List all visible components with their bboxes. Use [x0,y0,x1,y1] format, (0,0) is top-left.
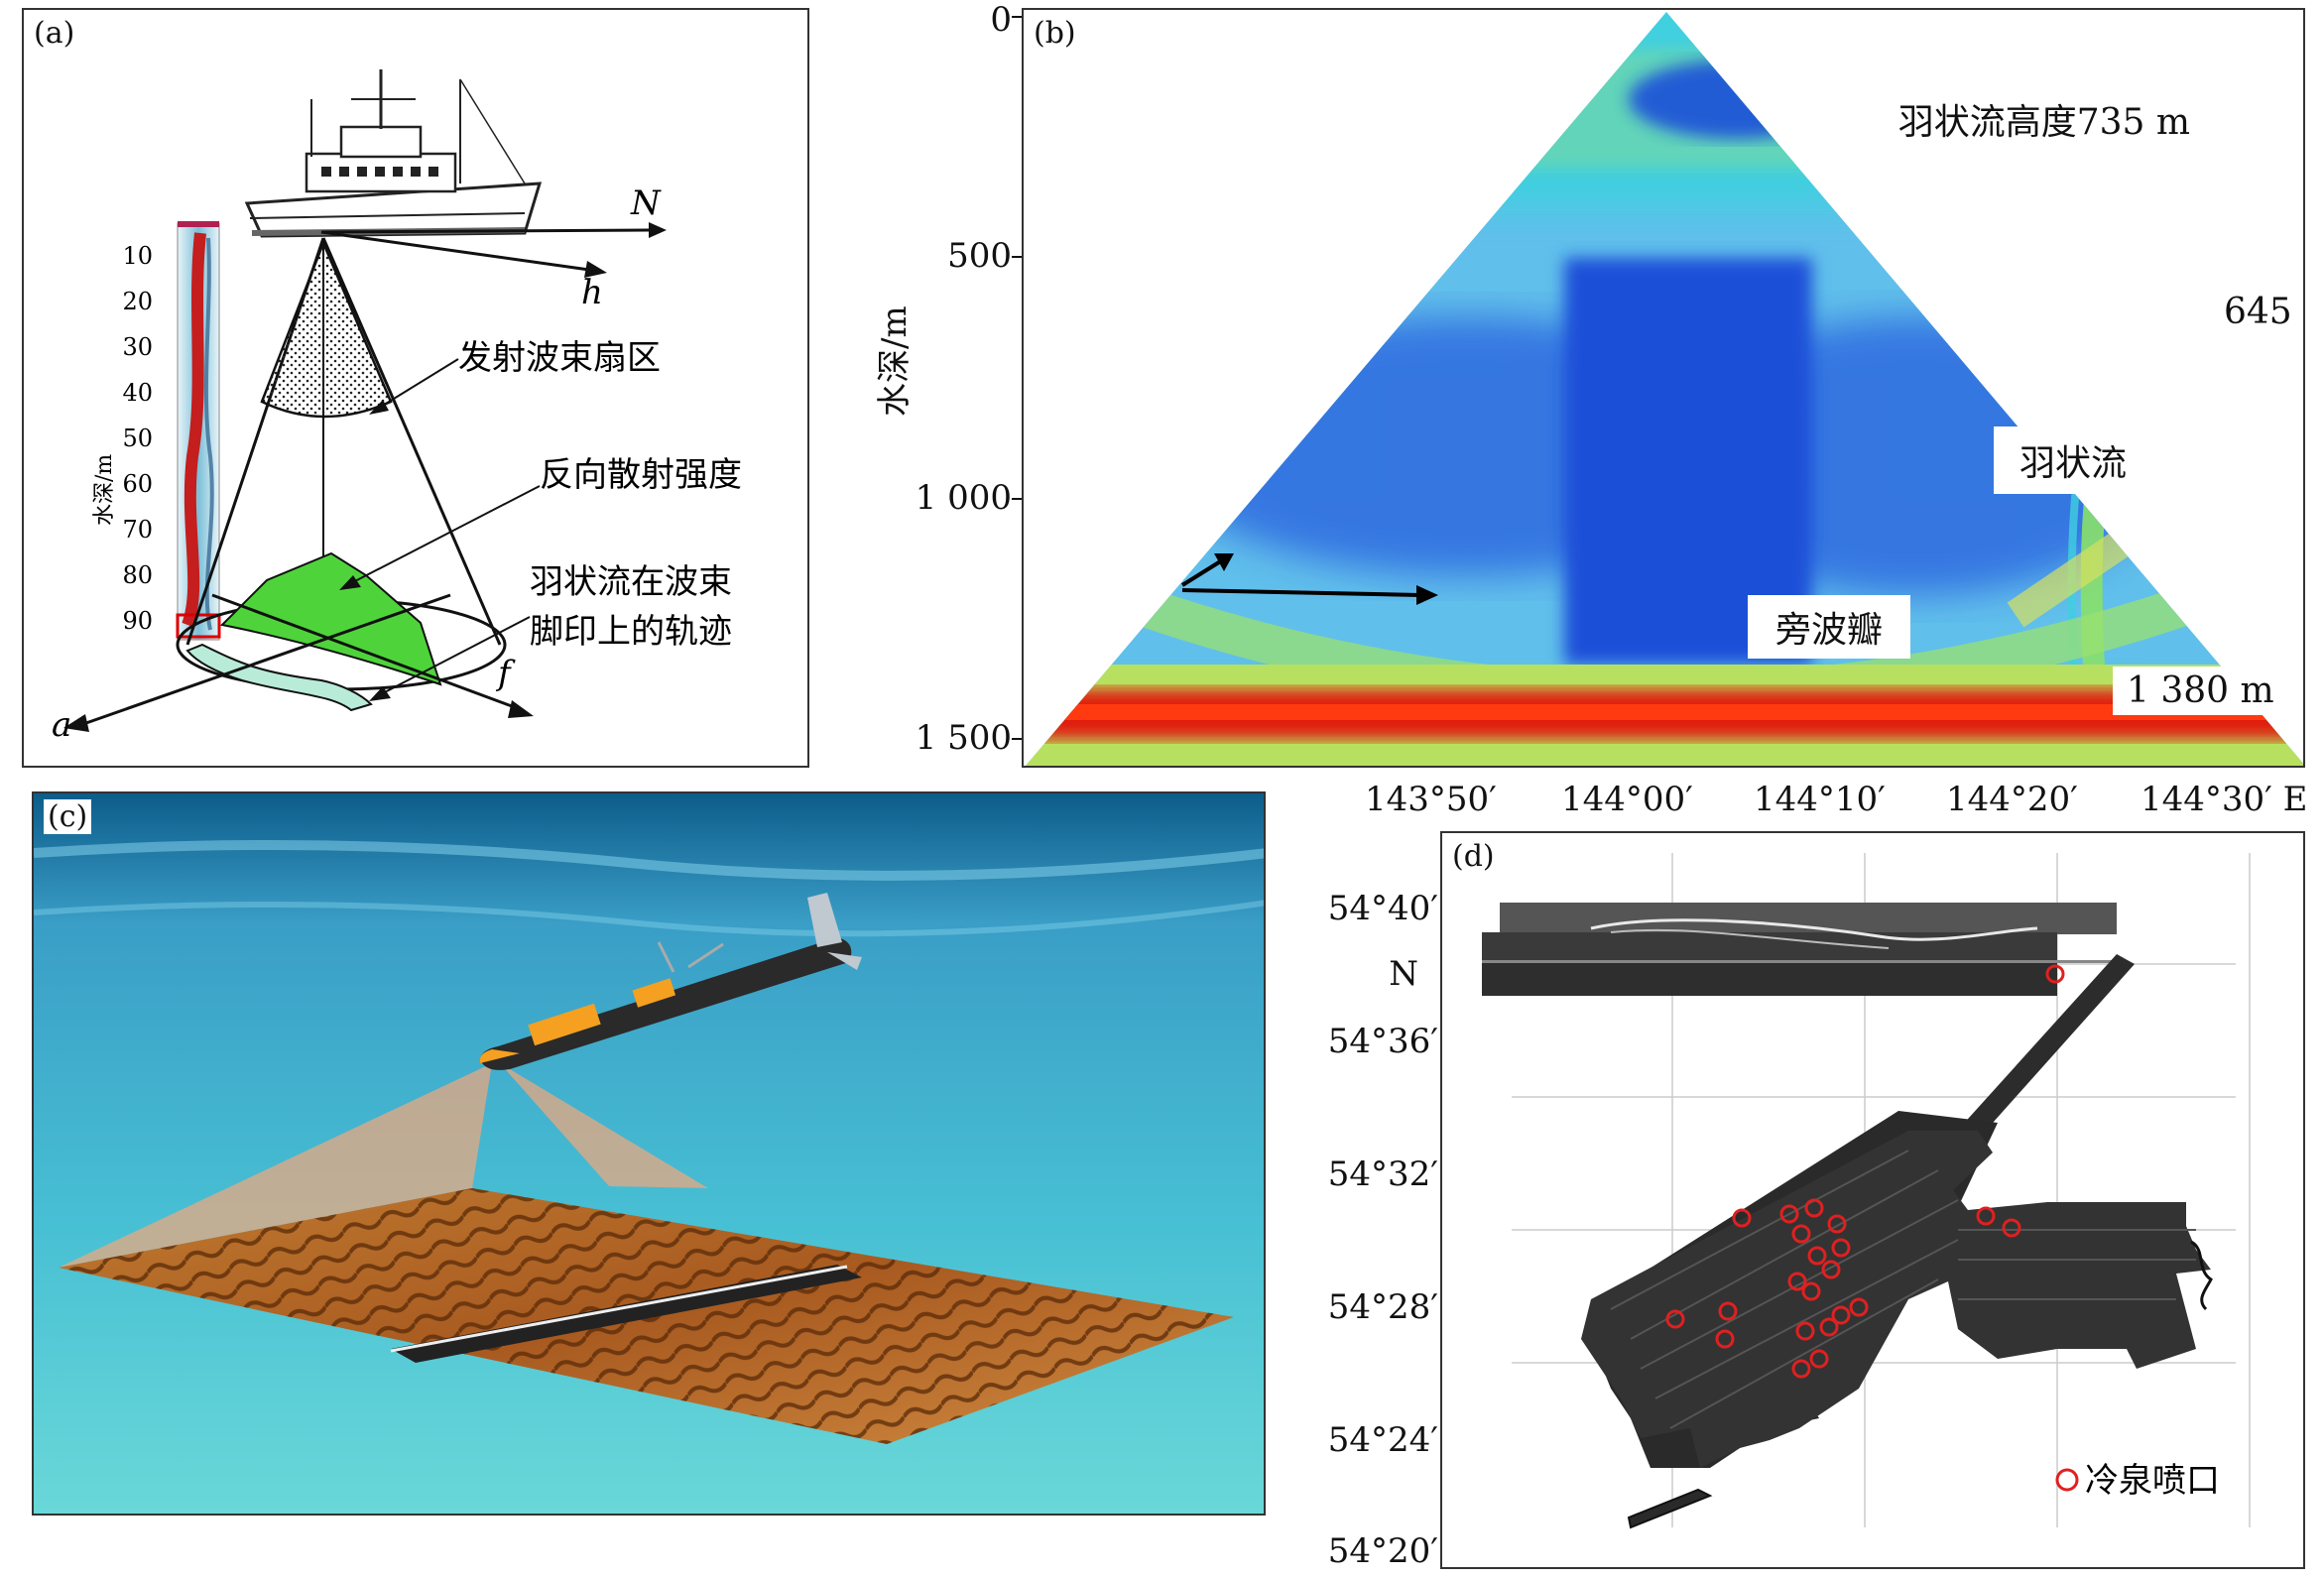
panel-d-lon-axis: 143°50′ 144°00′ 144°10′ 144°20′ 144°30′ … [1339,780,2311,829]
depth-axis-title-a: 水深/m [92,454,117,526]
depth-axis-a: 10 20 30 40 50 60 70 80 90 [122,242,153,635]
vent-marker [1791,1224,1811,1244]
sidelobe-arrows [1180,553,1438,605]
vent-marker [1665,1309,1685,1329]
depth-tick: 50 [122,425,153,452]
lon-tick: 144°20′ [1946,780,2078,819]
vent-marker [1821,1260,1841,1279]
vent-marker [1718,1301,1738,1321]
vent-marker [1787,1272,1807,1291]
lat-tick: 54°32′ [1327,1154,1438,1194]
axis-a-label: a [52,705,71,745]
vent-marker [1831,1238,1851,1258]
annot-trace-2: 脚印上的轨迹 [530,612,732,652]
axis-h-label: h [581,273,603,312]
axis-f-label: f [495,654,516,693]
label-plume: 羽状流 [1994,426,2153,494]
vent-marker [1791,1359,1811,1379]
annot-backscatter: 反向散射强度 [540,455,742,495]
lat-tick: 54°36′ [1327,1022,1438,1061]
lat-tick: 54°28′ [1327,1287,1438,1327]
panel-c: (c) [32,791,1266,1516]
depth-tick: 70 [122,516,153,544]
mosaic-strip-top [1482,903,2117,996]
panel-a-label: (a) [34,16,75,51]
depth-tick: 40 [122,379,153,407]
ylabel-b: 水深/m [875,305,915,417]
auv-scene [34,793,1264,1514]
lat-tick: 54°20′ [1327,1531,1438,1571]
annot-sector: 发射波束扇区 [458,338,661,378]
vent-marker [2002,1218,2021,1238]
vent-marker [1807,1246,1827,1266]
sonar-beam-diagram: N h 10 20 30 40 50 60 70 80 90 水深/m [52,69,742,745]
lat-tick: 54°24′ [1327,1420,1438,1460]
vent-marker [1732,1208,1752,1228]
label-plume-height: 羽状流高度735 m [1897,102,2190,143]
panel-b-label: (b) [1034,16,1076,51]
panel-b-ticks [1012,0,1024,754]
vent-marker [1801,1281,1821,1301]
vent-marker [1804,1198,1824,1218]
panel-d: (d) [1440,831,2305,1569]
auv-icon [479,893,862,1070]
ytick-1500: 1 500 [915,718,1012,758]
label-sidelobe: 旁波瓣 [1748,595,1911,659]
panel-b-yaxis: 0 500 1 000 1 500 水深/m [853,0,1022,774]
lon-tick: 144°00′ [1561,780,1693,819]
depth-tick: 80 [122,561,153,589]
cold-seep-vents [1665,964,2065,1379]
vent-marker [1715,1329,1735,1349]
lon-tick: 143°50′ [1365,780,1497,819]
vent-marker [1819,1317,1839,1337]
axis-n-label: N [630,183,662,223]
legend-label: 冷泉喷口 [2085,1461,2220,1501]
ytick-0: 0 [990,0,1012,40]
legend-vent-icon [2055,1468,2079,1492]
vent-marker [2045,964,2065,984]
panel-a: (a) [22,8,809,768]
panel-d-lat-axis: 54°40′ N 54°36′ 54°32′ 54°28′ 54°24′ 54°… [1299,873,1438,1579]
sidescan-mosaic-map: 冷泉喷口 [1482,853,2251,1529]
label-1380m: 1 380 m [2113,667,2288,715]
depth-tick: 60 [122,470,153,498]
lat-tick: 54°40′ [1327,889,1438,928]
echogram-strip [176,221,221,641]
depth-tick: 90 [122,607,153,635]
vent-marker [1827,1214,1847,1234]
legend: 冷泉喷口 [2055,1461,2220,1501]
label-645m: 645 m [2210,288,2303,336]
depth-tick: 10 [122,242,153,270]
water-column-image [1026,12,2303,766]
lon-tick: 144°30′ E [2141,780,2308,819]
panel-d-label: (d) [1452,839,1495,874]
depth-tick: 20 [122,288,153,315]
vent-marker [1976,1206,1996,1226]
north-label: N [1389,954,1418,994]
vent-marker [1831,1305,1851,1325]
seafloor-map [59,1188,1234,1444]
label-seafloor: 海床 [2283,667,2303,726]
depth-tick: 30 [122,333,153,361]
panel-c-label: (c) [44,799,92,834]
ship-icon [244,69,543,238]
vent-marker [1809,1349,1829,1369]
vent-marker [1849,1297,1869,1317]
annot-trace-1: 羽状流在波束 [530,562,732,602]
vent-marker [1779,1204,1799,1224]
lon-tick: 144°10′ [1754,780,1886,819]
ytick-1000: 1 000 [915,478,1012,518]
panel-b: (b) 羽状流高度735 m [1022,8,2305,768]
vent-marker [1795,1321,1815,1341]
ytick-500: 500 [947,236,1012,276]
